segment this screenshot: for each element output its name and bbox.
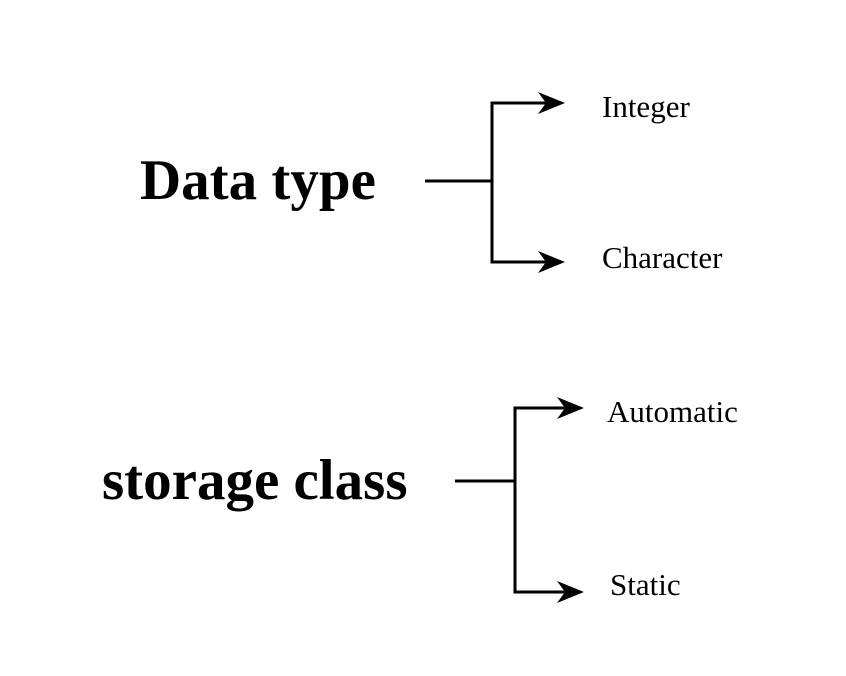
branch-bracket [513,406,568,594]
child-label-static: Static [610,567,681,602]
arrowhead-icon [538,92,565,114]
root-label-data-type: Data type [140,149,376,212]
arrowhead-icon [557,581,584,603]
branch-bracket [490,101,550,264]
child-label-integer: Integer [602,89,690,124]
root-label-storage-class: storage class [102,449,408,512]
child-label-character: Character [602,240,723,275]
arrowhead-icon [538,251,565,273]
child-label-automatic: Automatic [607,394,738,429]
arrowhead-icon [557,397,584,419]
